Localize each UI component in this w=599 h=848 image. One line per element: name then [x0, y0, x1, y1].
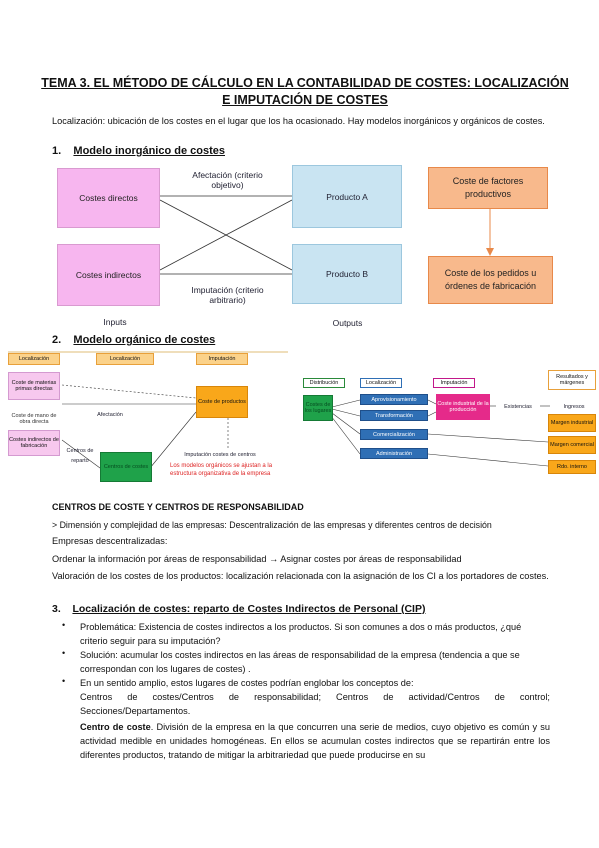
producto-b-label: Producto B: [325, 269, 369, 279]
coste-pedidos-label: Coste de los pedidos u órdenes de fabric…: [444, 268, 537, 291]
costes-lugares-label: Costes de los lugares: [304, 402, 332, 414]
localizacion-tab-3-label: Localización: [365, 380, 397, 386]
centros-line-3: Ordenar la información por áreas de resp…: [52, 554, 462, 564]
localizacion-tab-3: Localización: [360, 378, 402, 388]
ingresos-label: Ingresos: [563, 404, 585, 410]
intro-paragraph: Localización: ubicación de los costes en…: [52, 116, 545, 126]
margen-industrial-box: Margen industrial: [548, 414, 596, 432]
bo-interno-box: Rdo. interno: [548, 460, 596, 474]
coste-materias-label: Coste de materias primas directas: [11, 380, 57, 392]
bullet-dot-3: •: [62, 676, 66, 686]
afectacion-label: Afectación (criterio objetivo): [192, 170, 263, 190]
section-3-heading: 3. Localización de costes: reparto de Co…: [52, 603, 425, 615]
transformacion-box: Transformación: [360, 410, 428, 421]
imputacion-label: Imputación (criterio arbitrario): [191, 285, 264, 305]
section-1-number: 1.: [52, 145, 62, 157]
producto-b-box: Producto B: [292, 244, 402, 304]
margen-comercial-label: Margen comercial: [550, 442, 594, 448]
imputacion-tab: Imputación: [196, 353, 248, 365]
resultados-label: Resultados y márgenes: [556, 374, 588, 386]
costes-directos-label: Costes directos: [79, 193, 138, 203]
margen-industrial-label: Margen industrial: [550, 420, 594, 426]
coste-productos-label: Coste de productos: [198, 399, 246, 405]
bullet-dot-2: •: [62, 648, 66, 658]
centro-coste-label: Centro de coste: [80, 722, 151, 732]
page-title: TEMA 3. EL MÉTODO DE CÁLCULO EN LA CONTA…: [40, 75, 570, 109]
centro-coste-text: . División de la empresa en la que concu…: [80, 722, 550, 760]
administracion-box: Administración: [360, 448, 428, 459]
bullet-3-detail: Centros de costes/Centros de responsabil…: [80, 692, 550, 716]
costes-indirectos-label: Costes indirectos: [75, 270, 142, 280]
coste-productos-box: Coste de productos: [196, 386, 248, 418]
title-line-1: TEMA 3. EL MÉTODO DE CÁLCULO EN LA CONTA…: [41, 76, 569, 90]
centros-heading: CENTROS DE COSTE Y CENTROS DE RESPONSABI…: [52, 502, 304, 512]
aprovisionamiento-label: Aprovisionamiento: [371, 396, 417, 403]
coste-factores-label: Coste de factores productivos: [452, 176, 524, 199]
aprovisionamiento-box: Aprovisionamiento: [360, 394, 428, 405]
bo-interno-label: Rdo. interno: [557, 464, 587, 470]
bullet-dot-1: •: [62, 620, 66, 630]
imputacion-tab-label: Imputación: [208, 356, 236, 362]
section-1-title: Modelo inorgánico de costes: [73, 145, 225, 157]
localizacion-tab-2: Localización: [96, 353, 154, 365]
costes-indirectos-fab-box: Costes indirectos de fabricación: [8, 430, 60, 456]
nota-organica: Los modelos orgánicos se ajustan a la es…: [170, 462, 290, 478]
section-2-number: 2.: [52, 334, 62, 346]
costes-lugares-box: Costes de los lugares: [303, 395, 333, 421]
distribucion-tab: Distribución: [303, 378, 345, 388]
coste-produccion-box: Coste industrial de la producción: [436, 394, 490, 420]
coste-materias-box: Coste de materias primas directas: [8, 372, 60, 400]
costes-indirectos-fab-label: Costes indirectos de fabricación: [9, 437, 59, 449]
section-3-title: Localización de costes: reparto de Coste…: [72, 603, 426, 615]
section-2-title: Modelo orgánico de costes: [73, 334, 216, 346]
costes-indirectos-box: Costes indirectos: [57, 244, 160, 306]
imputacion-tab-3-label: Imputación: [440, 380, 468, 386]
nota-line-1: Los modelos orgánicos se ajustan a la: [170, 463, 273, 469]
inputs-label: Inputs: [103, 317, 127, 327]
centros-line-1: > Dimensión y complejidad de las empresa…: [52, 520, 492, 530]
imputacion-centros-label: Imputación costes de centros: [184, 452, 256, 458]
coste-mano-obra-box: Coste de mano de obra directa: [8, 408, 60, 430]
coste-factores-box: Coste de factores productivos: [428, 167, 548, 209]
coste-mano-obra-label: Coste de mano de obra directa: [11, 413, 57, 425]
centro-coste-paragraph: Centro de coste. División de la empresa …: [80, 720, 550, 762]
centros-costes-box: Centros de costes: [100, 452, 152, 482]
localizacion-tab-1-label: Localización: [18, 356, 50, 362]
comercializacion-label: Comercialización: [373, 431, 415, 438]
centros-line-4: Valoración de los costes de los producto…: [52, 571, 549, 581]
imputacion-tab-3: Imputación: [433, 378, 475, 388]
localizacion-tab-2-label: Localización: [109, 356, 141, 362]
producto-a-label: Producto A: [326, 191, 368, 202]
comercializacion-box: Comercialización: [360, 429, 428, 440]
section-2-heading: 2. Modelo orgánico de costes: [52, 334, 215, 346]
outputs-label: Outputs: [332, 318, 363, 328]
costes-directos-box: Costes directos: [57, 168, 160, 228]
nota-line-2: estructura organizativa de la empresa: [170, 471, 271, 477]
title-line-2: E IMPUTACIÓN DE COSTES: [222, 93, 388, 107]
centros-costes-label: Centros de costes: [103, 464, 149, 470]
centros-reparto-label: Centros de reparto: [66, 448, 94, 464]
margen-comercial-box: Margen comercial: [548, 436, 596, 454]
afectacion-small-label: Afectación: [97, 412, 123, 418]
localizacion-tab-1: Localización: [8, 353, 60, 365]
bullet-1: Problemática: Existencia de costes indir…: [80, 622, 522, 646]
coste-produccion-label: Coste industrial de la producción: [437, 401, 489, 413]
resultados-box: Resultados y márgenes: [548, 370, 596, 390]
administracion-label: Administración: [375, 450, 413, 457]
coste-pedidos-box: Coste de los pedidos u órdenes de fabric…: [428, 256, 553, 304]
centros-line-2: Empresas descentralizadas:: [52, 536, 168, 546]
section-1-heading: 1. Modelo inorgánico de costes: [52, 145, 225, 157]
producto-a-box: Producto A: [292, 165, 402, 228]
transformacion-label: Transformación: [374, 412, 413, 419]
distribucion-tab-label: Distribución: [309, 380, 339, 386]
existencias-label: Existencias: [504, 404, 532, 410]
section-3-number: 3.: [52, 603, 61, 615]
bullet-2: Solución: acumular los costes indirectos…: [80, 650, 520, 674]
bullet-3: En un sentido amplio, estos lugares de c…: [80, 678, 414, 688]
